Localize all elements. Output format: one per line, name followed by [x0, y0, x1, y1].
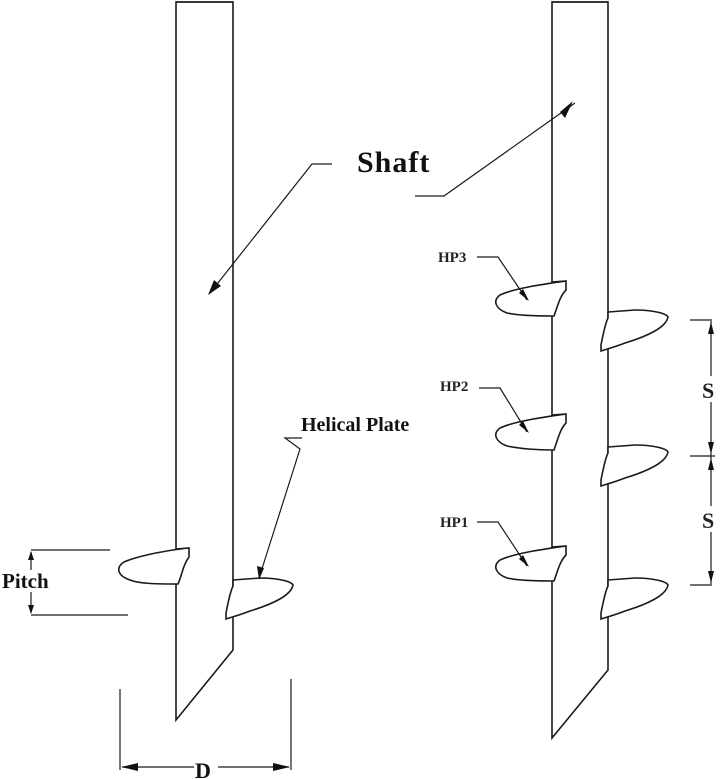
hp3-callout: HP3 [438, 250, 529, 301]
hp1-arrow-icon [519, 555, 529, 567]
helical-plate-hp3 [495, 280, 669, 353]
hp1-label: HP1 [440, 515, 468, 531]
s-upper-arrow-up-icon [708, 322, 714, 334]
hp1-callout: HP1 [440, 515, 529, 567]
diameter-dimension: D [119, 679, 292, 779]
left-helical-plate-back [117, 547, 190, 585]
hp3-arrow-icon [519, 289, 529, 301]
left-shaft [175, 1, 234, 723]
shaft-callout: Shaft [208, 101, 576, 295]
spacing-label-lower: S [702, 508, 714, 533]
spacing-dimension: S S [690, 319, 720, 586]
helical-plate-hp2 [495, 413, 669, 488]
helical-plate-callout: Helical Plate [257, 414, 409, 580]
pitch-arrow-down-icon [28, 605, 34, 614]
s-lower-arrow-down-icon [708, 571, 714, 583]
s-lower-arrow-up-icon [708, 458, 714, 470]
s-upper-arrow-down-icon [708, 442, 714, 454]
hp2-callout: HP2 [440, 379, 529, 433]
helical-plate-label: Helical Plate [301, 414, 409, 436]
hp2-label: HP2 [440, 379, 468, 395]
shaft-arrow-left-icon [208, 280, 221, 295]
pitch-label: Pitch [2, 569, 49, 593]
left-pile [117, 1, 294, 723]
hp2-arrow-icon [519, 421, 529, 433]
spacing-label-upper: S [702, 378, 714, 403]
shaft-arrow-right-icon [560, 101, 573, 118]
right-pile [495, 1, 669, 741]
helical-plate-hp1 [495, 545, 669, 621]
pitch-arrow-up-icon [28, 551, 34, 560]
hp3-label: HP3 [438, 250, 466, 266]
pitch-dimension: Pitch [2, 549, 128, 616]
shaft-label: Shaft [357, 146, 430, 179]
helical-plate-arrow-icon [257, 566, 264, 580]
diameter-label: D [195, 758, 211, 779]
d-arrow-left-icon [121, 763, 138, 771]
d-arrow-right-icon [273, 763, 290, 771]
left-helical-plate-front [225, 577, 294, 621]
